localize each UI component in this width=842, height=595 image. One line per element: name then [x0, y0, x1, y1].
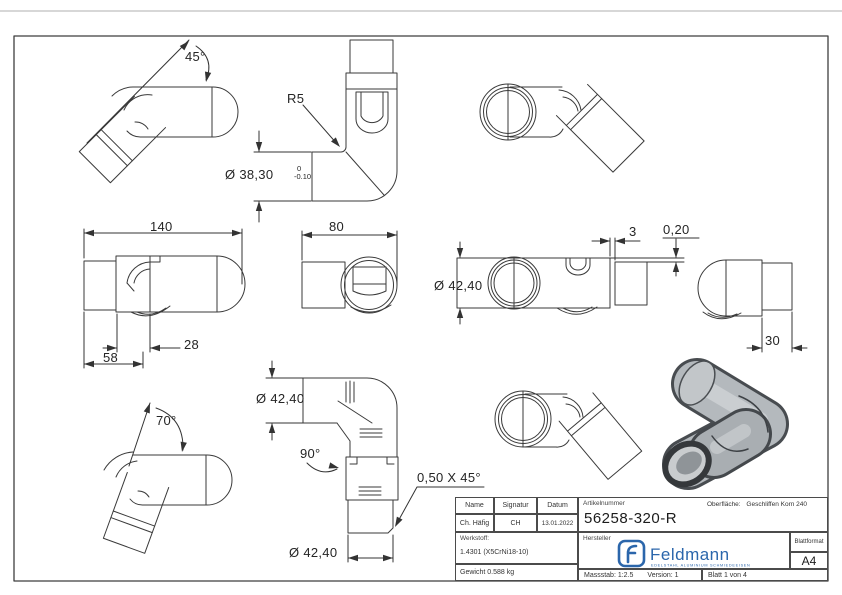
dim-length-30: 30 — [765, 333, 781, 348]
dim-length-3: 3 — [629, 224, 637, 239]
dim-tol-upper: 0 — [297, 164, 302, 173]
dim-dia-42-40-bottom: Ø 42,40 — [289, 545, 338, 560]
scale-value: Massstab: 1:2.5 — [584, 571, 634, 579]
dim-dia-42-40-side: Ø 42,40 — [434, 278, 483, 293]
arrowhead — [331, 137, 340, 147]
article-number: 56258-320-R — [584, 510, 678, 527]
arrowhead — [179, 41, 189, 51]
dim-length-80: 80 — [329, 219, 345, 234]
date-header: Datum — [537, 497, 578, 514]
dim-dia-38-30: Ø 38,30 — [225, 167, 274, 182]
dim-offset-0-20: 0,20 — [663, 222, 690, 237]
signature-header: Signatur — [494, 497, 537, 514]
surface-value: Geschliffen Korn 240 — [746, 501, 808, 508]
page-value: Blatt 1 von 4 — [708, 571, 747, 579]
dim-tol-lower: -0.10 — [294, 172, 312, 181]
weight-cell: Gewicht 0.588 kg — [455, 564, 578, 581]
arrowhead — [255, 201, 263, 211]
dimension-arrowheads — [84, 41, 802, 562]
dim-angle-45: 45° — [185, 49, 206, 64]
arrowhead — [133, 360, 143, 368]
feldmann-logo: Feldmann EDELSTAHL ALUMINIUM SCHMIEDEEIS… — [617, 539, 750, 568]
arrowhead — [752, 344, 762, 352]
arrowhead — [268, 423, 276, 433]
signature-value: CH — [494, 514, 537, 532]
view-end-80 — [302, 257, 397, 313]
view-side-140 — [84, 256, 245, 316]
dim-angle-70: 70° — [156, 413, 177, 428]
dim-angle-90: 90° — [300, 446, 321, 461]
arrowhead — [204, 71, 212, 82]
page-cell: Blatt 1 von 4 — [702, 569, 828, 581]
surface-label: Oberfläche: — [707, 501, 741, 508]
date-value: 13.01.2022 — [537, 514, 578, 532]
scale-cell: Massstab: 1:2.5 Version: 1 — [578, 569, 702, 581]
arrowhead — [302, 231, 312, 239]
arrowhead — [456, 248, 464, 258]
article-cell: Artikelnummer 56258-320-R Oberfläche: Ge… — [578, 497, 828, 532]
arrowhead — [395, 516, 403, 527]
arrowhead — [84, 229, 94, 237]
material-label: Werkstoff: — [460, 535, 490, 542]
arrowhead — [180, 441, 187, 452]
view-elbow-45 — [79, 87, 238, 183]
view-elbow-front — [312, 40, 397, 201]
arrowhead — [348, 554, 358, 562]
material-value: 1.4301 (X5CrNi18-10) — [460, 549, 529, 556]
dim-length-58: 58 — [103, 350, 119, 365]
arrowhead — [107, 344, 117, 352]
arrowhead — [255, 142, 263, 152]
arrowhead — [672, 248, 680, 258]
render-3d — [653, 355, 768, 497]
arrowhead — [328, 462, 339, 469]
arrowhead — [456, 308, 464, 318]
dim-length-140: 140 — [150, 219, 173, 234]
arrowhead — [143, 403, 150, 414]
view-side-4240 — [457, 257, 647, 314]
logo-mark — [617, 539, 646, 568]
arrowhead — [615, 237, 625, 245]
format-value: A4 — [790, 552, 828, 569]
dim-length-28: 28 — [184, 337, 200, 352]
logo-tagline: EDELSTAHL ALUMINIUM SCHMIEDEEISEN — [651, 564, 750, 568]
arrowhead — [232, 229, 242, 237]
logo-mark-f — [626, 544, 638, 564]
dim-chamfer: 0,50 X 45° — [417, 470, 481, 485]
arrowhead — [150, 344, 160, 352]
name-value: Ch. Häfig — [455, 514, 494, 532]
format-label: Blattformat — [790, 532, 828, 552]
view-end-70 — [495, 391, 642, 479]
dim-radius-r5: R5 — [287, 91, 305, 106]
arrowhead — [600, 237, 610, 245]
article-label: Artikelnummer — [583, 500, 625, 507]
drawing-frame — [14, 36, 828, 581]
dim-dia-42-40-front: Ø 42,40 — [256, 391, 305, 406]
manufacturer-label: Hersteller — [583, 535, 611, 542]
arrowhead — [268, 368, 276, 378]
arrowhead — [792, 344, 802, 352]
view-end-45 — [480, 84, 644, 172]
name-header: Name — [455, 497, 494, 514]
view-endcap-30 — [698, 260, 792, 319]
view-elbow-70 — [103, 452, 232, 553]
arrowhead — [84, 360, 94, 368]
view-elbow-90 — [303, 378, 398, 533]
manufacturer-cell: Hersteller Feldmann EDELSTAHL ALUMINIUM … — [578, 532, 790, 569]
arrowhead — [383, 554, 393, 562]
title-block: Name Signatur Datum Ch. Häfig CH 13.01.2… — [455, 497, 828, 581]
arrowhead — [672, 262, 680, 272]
version-value: Version: 1 — [647, 571, 679, 579]
material-cell: Werkstoff: 1.4301 (X5CrNi18-10) — [455, 532, 578, 564]
arrowhead — [387, 231, 397, 239]
logo-text: Feldmann — [650, 545, 730, 564]
